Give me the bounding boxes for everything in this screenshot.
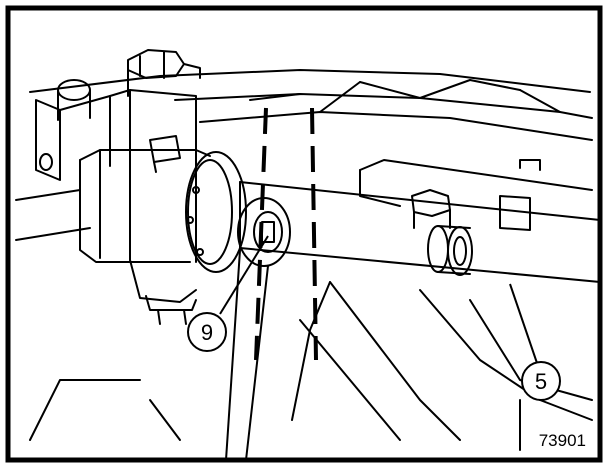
figure-border bbox=[5, 5, 603, 463]
leader-line-5 bbox=[509, 283, 539, 367]
drawing-linework bbox=[15, 49, 601, 461]
dashed-line-left bbox=[254, 107, 268, 361]
alignment-dashed-lines bbox=[254, 107, 318, 361]
dashed-line-right bbox=[310, 107, 318, 361]
leader-lines bbox=[219, 235, 539, 367]
leader-line-9 bbox=[219, 235, 269, 315]
callout-9-label: 9 bbox=[201, 320, 213, 345]
callout-9: 9 bbox=[187, 312, 227, 352]
callout-5-label: 5 bbox=[535, 369, 547, 394]
callout-5: 5 bbox=[521, 361, 561, 401]
figure-reference-number: 73901 bbox=[539, 431, 586, 450]
